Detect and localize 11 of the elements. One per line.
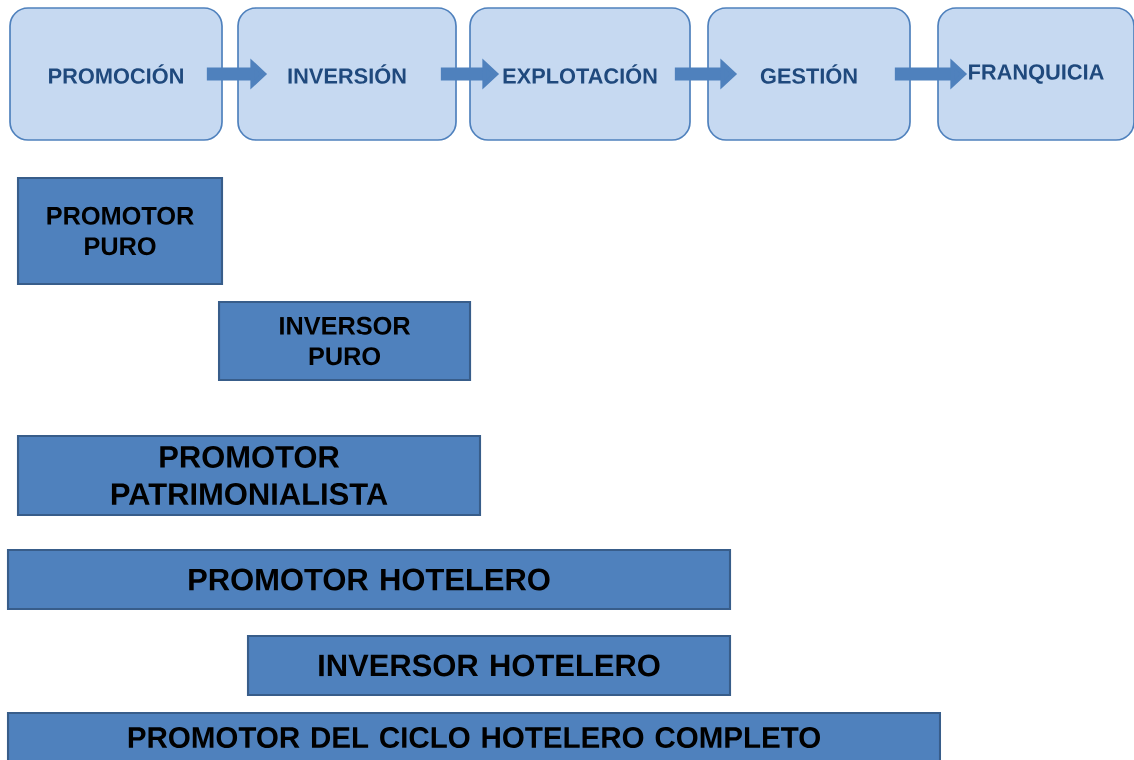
role-bar: PROMOTOR HOTELERO	[6, 548, 732, 611]
role-bar: PROMOTOR PURO	[16, 176, 224, 286]
role-bar: INVERSOR PURO	[217, 300, 472, 382]
role-bar: PROMOTOR PATRIMONIALISTA	[16, 434, 482, 517]
role-bar: PROMOTOR DEL CICLO HOTELERO COMPLETO	[6, 711, 942, 760]
stage-box: GESTIÓN	[707, 7, 911, 141]
role-bar: INVERSOR HOTELERO	[246, 634, 732, 697]
stage-box: EXPLOTACIÓN	[469, 7, 691, 141]
stage-box: PROMOCIÓN	[9, 7, 223, 141]
stage-box: INVERSIÓN	[237, 7, 457, 141]
stage-box: FRANQUICIA	[937, 7, 1134, 141]
